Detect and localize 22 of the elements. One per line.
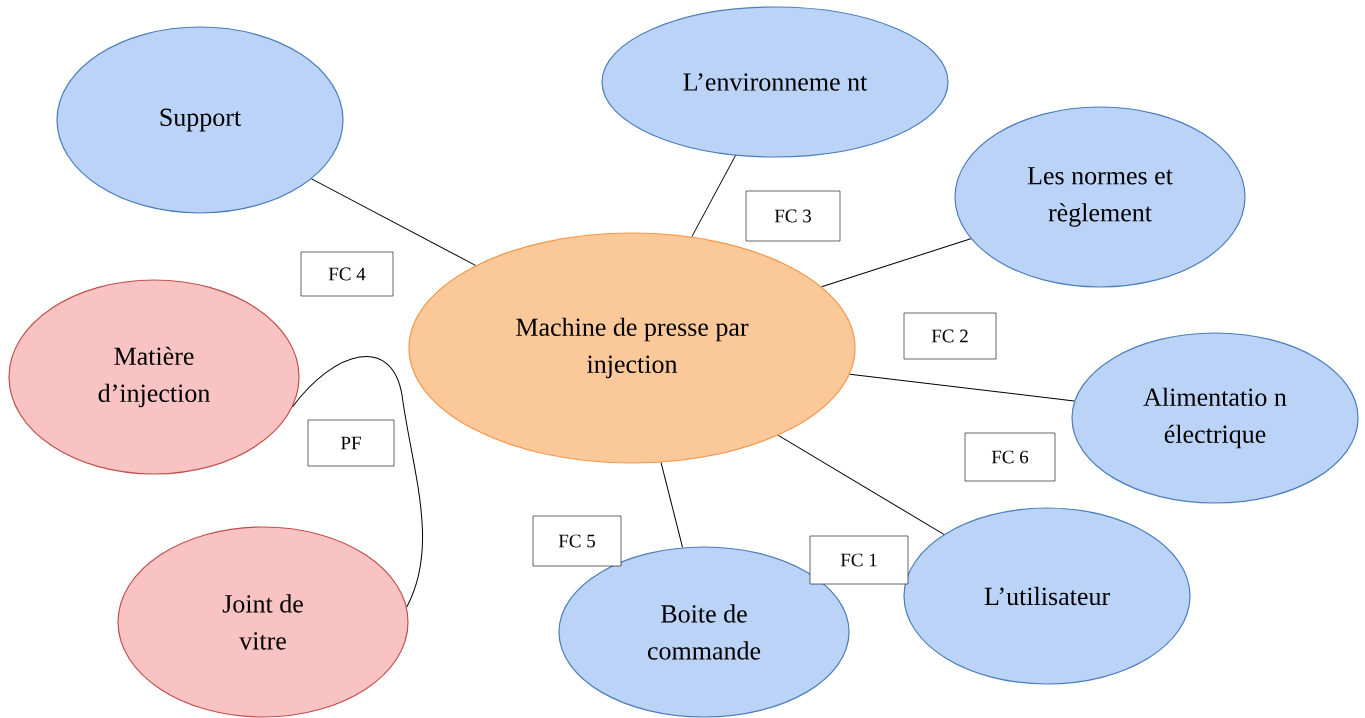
curved-line — [292, 356, 424, 608]
ellipse-node: Alimentatio n électrique — [1071, 332, 1359, 504]
connector-line — [821, 238, 972, 288]
label-box: FC 5 — [532, 515, 622, 567]
label-box: FC 2 — [903, 312, 997, 360]
connector-line — [660, 462, 684, 548]
ellipse-node: L’utilisateur — [903, 507, 1191, 685]
ellipse-node: Machine de presse par injection — [408, 232, 856, 464]
connector-line — [849, 373, 1075, 402]
ellipse-node: Support — [56, 26, 344, 214]
label-box: FC 1 — [809, 535, 909, 585]
connector-line — [691, 155, 736, 238]
connector-line — [777, 434, 945, 535]
ellipse-node: Les normes et règlement — [954, 106, 1246, 288]
connector-line — [311, 178, 477, 266]
label-box: FC 4 — [300, 251, 394, 297]
label-box: FC 3 — [745, 190, 841, 242]
ellipse-node: Matière d’injection — [8, 279, 300, 475]
ellipse-node: L’environneme nt — [601, 6, 949, 158]
ellipse-node: Joint de vitre — [117, 526, 409, 718]
label-box: PF — [307, 419, 395, 467]
label-box: FC 6 — [964, 432, 1056, 482]
